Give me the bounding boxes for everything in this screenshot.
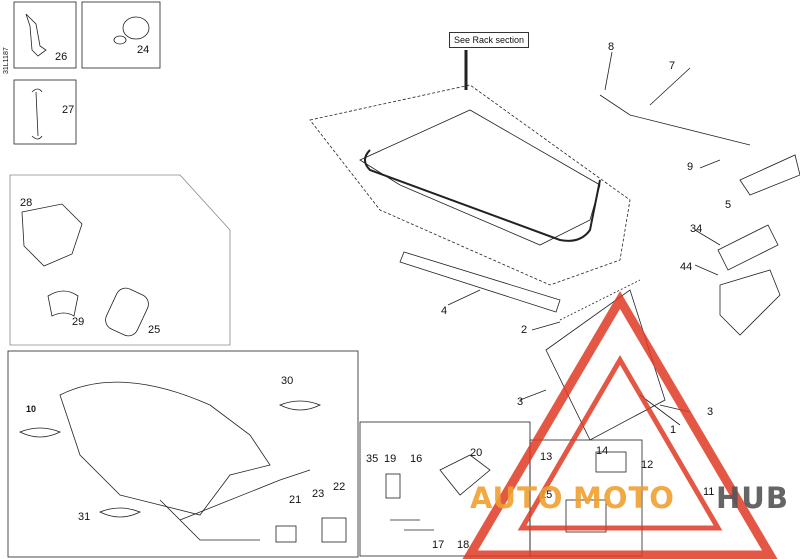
bag-1-icon xyxy=(545,289,666,441)
bottle-25-icon xyxy=(105,287,149,337)
tool-box-26 xyxy=(13,1,77,69)
label-15: 15 xyxy=(540,489,553,501)
label-44: 44 xyxy=(680,261,693,273)
wrench-26-icon xyxy=(25,13,47,57)
label-20: 20 xyxy=(470,447,483,459)
pad-35-icon xyxy=(385,473,401,499)
rack-platform-icon xyxy=(309,84,631,286)
label-26: 26 xyxy=(55,51,68,63)
label-30: 30 xyxy=(281,375,294,387)
label-27: 27 xyxy=(62,104,75,116)
plate-11-icon xyxy=(565,499,607,533)
watermark-auto: AUTO xyxy=(470,481,564,515)
rack-section-callout[interactable]: See Rack section xyxy=(449,32,530,48)
bar-4-icon xyxy=(399,251,561,313)
label-3a: 3 xyxy=(517,396,524,408)
tool-box-27 xyxy=(13,79,77,145)
label-24: 24 xyxy=(137,44,150,56)
snowmobile-icon xyxy=(59,381,271,516)
label-4: 4 xyxy=(441,305,448,317)
hinge-16-icon xyxy=(439,454,491,496)
light-5-icon xyxy=(739,154,800,196)
vehicle-box xyxy=(7,350,359,558)
label-18: 18 xyxy=(457,539,470,551)
label-16: 16 xyxy=(410,453,423,465)
label-19: 19 xyxy=(384,453,397,465)
label-7: 7 xyxy=(669,60,676,72)
label-28: 28 xyxy=(20,197,33,209)
label-21: 21 xyxy=(289,494,302,506)
latch-12-icon xyxy=(595,451,627,473)
decal-10-icon xyxy=(19,427,61,438)
label-29: 29 xyxy=(72,316,85,328)
label-5: 5 xyxy=(725,199,732,211)
cable-7-icon xyxy=(599,94,751,146)
label-35: 35 xyxy=(366,453,379,465)
label-9: 9 xyxy=(687,161,694,173)
label-17: 17 xyxy=(432,539,445,551)
wrench-27-icon xyxy=(31,88,43,140)
decal-31-icon xyxy=(99,507,141,518)
label-10: 10 xyxy=(26,404,37,414)
label-14: 14 xyxy=(596,445,609,457)
label-8: 8 xyxy=(608,41,615,53)
label-1: 1 xyxy=(670,424,677,436)
label-34: 34 xyxy=(690,223,703,235)
illustration-code: 31L1187 xyxy=(3,47,10,74)
label-13: 13 xyxy=(540,451,553,463)
label-22: 22 xyxy=(333,481,346,493)
strap-29-icon xyxy=(47,290,79,317)
watermark-moto: MOTO xyxy=(573,481,675,515)
label-25: 25 xyxy=(148,324,161,336)
decal-30-icon xyxy=(279,400,321,411)
label-11: 11 xyxy=(703,486,715,498)
cover-34-icon xyxy=(717,224,779,271)
label-12: 12 xyxy=(641,459,654,471)
label-31: 31 xyxy=(78,511,91,523)
bag-group-outline xyxy=(9,174,231,346)
label-3b: 3 xyxy=(707,406,714,418)
bag-28-icon xyxy=(21,203,83,267)
mirror-24-icon xyxy=(122,16,150,40)
watermark-hub: HUB xyxy=(716,481,789,515)
label-2: 2 xyxy=(521,324,528,336)
plate-21-icon xyxy=(275,525,297,543)
part-44-icon xyxy=(719,269,781,336)
plate-22-icon xyxy=(321,517,347,543)
tool-box-24 xyxy=(81,1,161,69)
label-23: 23 xyxy=(312,488,325,500)
